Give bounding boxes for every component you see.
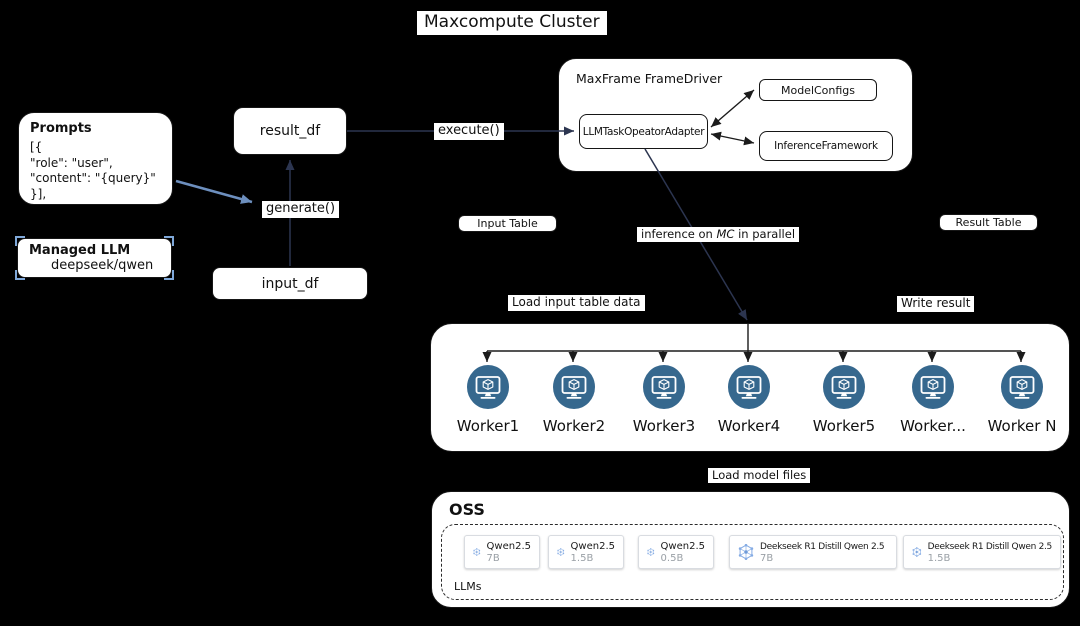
prompts-box[interactable]: Prompts [{ "role": "user", "content": "{…: [18, 112, 173, 205]
model-card[interactable]: Qwen2.5 7B: [464, 535, 540, 569]
worker-label: Worker...: [900, 417, 966, 435]
inference-framework-node[interactable]: InferenceFramework: [759, 131, 893, 161]
model-size: 7B: [760, 552, 774, 564]
model-card[interactable]: Deekseek R1 Distill Qwen 2.5 1.5B: [903, 535, 1061, 569]
model-network-icon: [912, 544, 922, 560]
prompts-code-line: "role": "user",: [30, 155, 113, 170]
worker-cell[interactable]: Worker N: [977, 364, 1067, 435]
model-network-icon: [647, 544, 655, 560]
model-name: Deekseek R1 Distill Qwen 2.5: [760, 541, 885, 552]
load-model-files-label: Load model files: [708, 468, 811, 484]
llms-group[interactable]: LLMs Qwen2.5 7B Qwen2.5 1.5B Qwen2.5: [441, 524, 1064, 600]
worker-monitor-icon: [822, 364, 866, 410]
prompts-code-line: "content": "{query}": [30, 171, 156, 185]
selection-handle-icon: [15, 270, 25, 280]
worker-label: Worker5: [812, 417, 876, 435]
worker-monitor-icon: [552, 364, 596, 410]
llms-group-label: LLMs: [454, 580, 482, 593]
inference-framework-label: InferenceFramework: [774, 140, 878, 152]
framedriver-box[interactable]: MaxFrame FrameDriver LLMTaskOpeatorAdapt…: [558, 58, 913, 172]
inference-label-pre: inference on: [641, 227, 717, 241]
inference-label-post: in parallel: [734, 227, 796, 241]
model-card[interactable]: Qwen2.5 0.5B: [638, 535, 714, 569]
selection-handle-icon: [164, 270, 174, 280]
load-input-label: Load input table data: [508, 295, 645, 311]
oss-box[interactable]: OSS LLMs Qwen2.5 7B Qwen2.5 1.5B: [431, 491, 1070, 608]
model-network-icon: [738, 544, 754, 560]
worker-cell[interactable]: Worker...: [888, 364, 978, 435]
worker-label: Worker1: [456, 417, 520, 435]
cluster-title: Maxcompute Cluster: [417, 11, 607, 35]
prompts-code-line: [{: [30, 140, 43, 154]
prompts-title: Prompts: [30, 121, 92, 136]
model-size: 1.5B: [570, 552, 594, 564]
worker-monitor-icon: [911, 364, 955, 410]
execute-label: execute(): [434, 123, 504, 140]
worker-cell[interactable]: Worker2: [529, 364, 619, 435]
model-name: Qwen2.5: [486, 540, 531, 552]
worker-cell[interactable]: Worker5: [799, 364, 889, 435]
arrow-prompts-to-generate: [175, 179, 253, 204]
worker-monitor-icon: [727, 364, 771, 410]
generate-label: generate(): [262, 201, 340, 218]
model-name: Qwen2.5: [660, 540, 705, 552]
managed-llm-box[interactable]: Managed LLM deepseek/qwen: [15, 236, 174, 280]
model-card[interactable]: Deekseek R1 Distill Qwen 2.5 7B: [729, 535, 897, 569]
result-df-label: result_df: [259, 123, 321, 139]
model-name: Qwen2.5: [570, 540, 615, 552]
result-df-node[interactable]: result_df: [233, 107, 347, 155]
model-configs-node[interactable]: ModelConfigs: [759, 79, 877, 101]
input-table-label: Input Table: [477, 217, 538, 230]
prompts-code-line: }],: [30, 186, 47, 201]
framedriver-title: MaxFrame FrameDriver: [576, 71, 723, 86]
managed-llm-value: deepseek/qwen: [51, 257, 154, 273]
write-result-label: Write result: [897, 296, 975, 312]
model-network-icon: [473, 544, 481, 560]
llm-task-adapter-label: LLMTaskOpeatorAdapter: [582, 125, 705, 138]
llm-task-adapter-node[interactable]: LLMTaskOpeatorAdapter: [579, 114, 708, 149]
input-df-label: input_df: [261, 275, 319, 292]
model-configs-label: ModelConfigs: [780, 83, 856, 97]
result-table-node[interactable]: Result Table: [939, 214, 1038, 231]
selection-handle-icon: [164, 236, 174, 246]
worker-label: Worker N: [987, 417, 1057, 435]
input-df-node[interactable]: input_df: [212, 267, 368, 300]
inference-label-mc: MC: [716, 227, 735, 241]
oss-title: OSS: [449, 500, 485, 519]
worker-cell[interactable]: Worker1: [443, 364, 533, 435]
worker-monitor-icon: [642, 364, 686, 410]
model-size: 1.5B: [927, 552, 951, 564]
workers-box[interactable]: Worker1 Worker2 Worker3 Worker4 Worker5 …: [430, 323, 1070, 452]
inference-label: inference on MC in parallel: [637, 227, 800, 243]
model-size: 0.5B: [660, 552, 684, 564]
worker-cell[interactable]: Worker3: [619, 364, 709, 435]
selection-handle-icon: [15, 236, 25, 246]
model-network-icon: [557, 544, 565, 560]
worker-monitor-icon: [1000, 364, 1044, 410]
model-size: 7B: [486, 552, 500, 564]
model-name: Deekseek R1 Distill Qwen 2.5: [927, 541, 1053, 552]
worker-cell[interactable]: Worker4: [704, 364, 794, 435]
worker-label: Worker3: [632, 417, 696, 435]
worker-label: Worker2: [542, 417, 606, 435]
worker-label: Worker4: [717, 417, 781, 435]
result-table-label: Result Table: [955, 216, 1022, 229]
input-table-node[interactable]: Input Table: [458, 215, 557, 232]
model-card[interactable]: Qwen2.5 1.5B: [548, 535, 624, 569]
managed-llm-title: Managed LLM: [29, 242, 131, 258]
worker-monitor-icon: [466, 364, 510, 410]
